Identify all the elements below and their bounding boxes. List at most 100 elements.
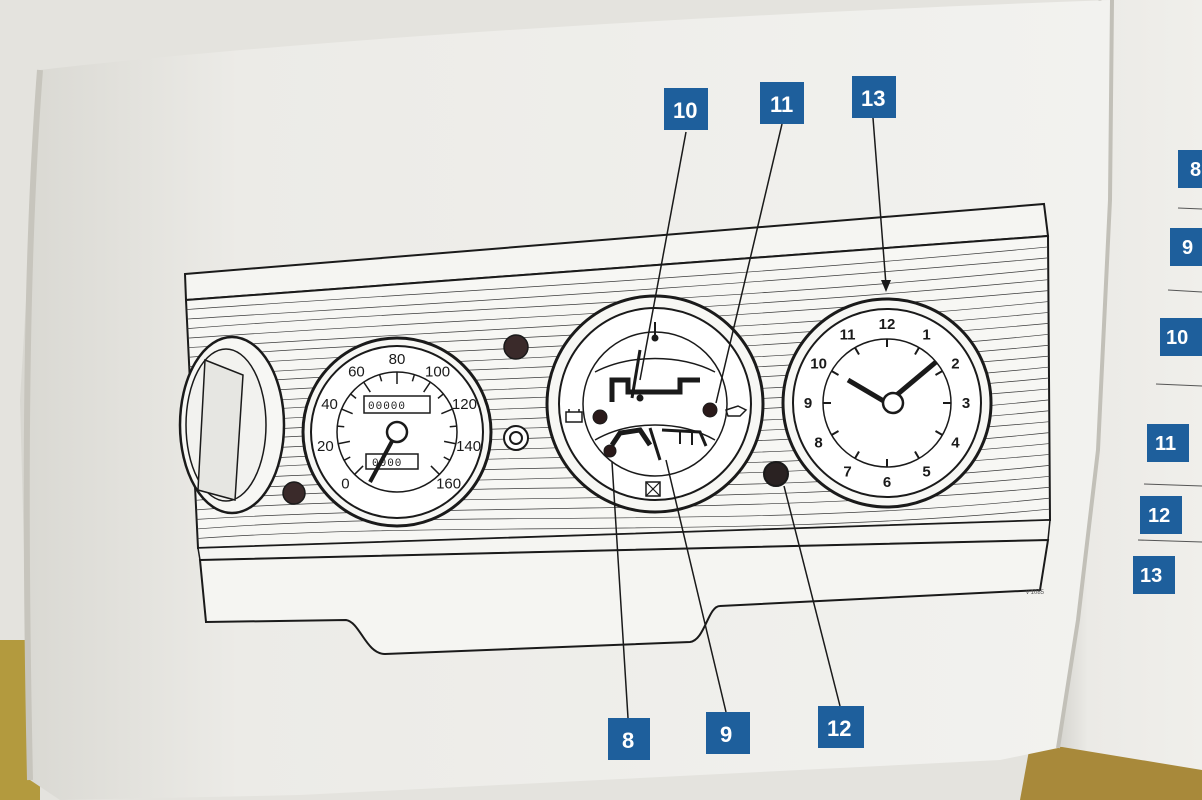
speedometer-scale-label: 80 [389,351,406,368]
legend-item-11: 11 [1147,424,1189,462]
clock-numeral: 6 [883,474,891,491]
odometer-window [363,395,431,414]
left-partial-gauge [178,335,286,515]
speedometer-hub [385,420,409,444]
svg-text:12: 12 [1148,505,1170,527]
clock-numeral: 8 [814,435,822,452]
coolant-temperature-gauge [609,349,700,402]
speedometer-tick [443,440,456,445]
clock-numeral: 9 [804,395,812,412]
oil-pressure-warning-lamp [702,402,718,418]
callout-12: 12 [818,706,864,748]
speedometer-tick [411,374,416,382]
legend-item-10: 10 [1160,318,1202,356]
right-page-legend: 8 9 10 11 12 13 [1133,150,1202,594]
clock-tick [831,430,840,436]
indicator-lamp-left [282,481,306,505]
wood-grain-line [187,268,1049,329]
clock-numeral: 4 [951,435,960,452]
speedometer-tick [430,465,440,475]
speedometer-tick [378,374,383,382]
svg-text:12: 12 [827,716,851,741]
clock-tick [914,347,920,356]
clock-numeral: 7 [843,463,851,480]
svg-text:8: 8 [622,728,634,753]
speedometer-scale-label: 160 [436,476,461,493]
speedometer-scale-label: 40 [321,396,338,413]
dash-lower-panel [198,538,1050,656]
speedometer-scale-label: 140 [456,438,481,455]
legend-item-13: 13 [1133,556,1175,594]
svg-text:8: 8 [1190,159,1201,181]
wood-grain-line [197,497,1050,530]
clock-numeral: 10 [810,356,827,373]
fuel-gauge [609,427,708,461]
speedometer-tick [363,381,371,393]
speedometer-tick [449,425,457,428]
speedometer-scale-label: 0 [341,476,349,493]
hazard-indicator-lamp [763,461,789,487]
clock-numeral: 12 [879,316,896,333]
speedometer-tick [423,381,431,393]
svg-text:9: 9 [1182,237,1193,259]
svg-text:13: 13 [1140,565,1162,587]
wood-grain-line [197,508,1050,539]
speedometer-tick [443,456,451,461]
wood-grain-line [186,246,1049,310]
svg-text:v 1085: v 1085 [1026,590,1045,596]
speedometer-tick [437,393,444,399]
svg-text:10: 10 [673,98,697,123]
speedometer-tick [441,408,453,415]
speedometer-tick [341,408,353,415]
svg-text:13: 13 [861,86,885,111]
clock-numeral: 5 [922,463,930,480]
speedometer-tick [338,440,351,445]
clock-tick [831,370,840,376]
clock-tick [914,450,920,459]
oil-can-icon [725,405,748,417]
odometer-reading: 00000 [368,401,406,413]
speedometer-tick [337,425,345,428]
callout-11: 11 [760,82,804,124]
thermometer-icon [651,322,659,342]
battery-icon [565,409,583,423]
speedometer-scale-label: 100 [425,363,450,380]
speedometer-scale-label: 60 [348,363,365,380]
svg-text:11: 11 [1155,433,1176,455]
speedometer-tick [350,393,357,399]
callout-8: 8 [608,718,650,760]
clock-numeral: 11 [840,327,856,344]
clock-numeral: 2 [951,356,959,373]
combination-gauge [545,294,765,514]
clock-tick [854,347,860,356]
clock-ticks [823,339,951,467]
clock-hour-hand [846,377,889,406]
speedometer-scale-label: 120 [452,396,477,413]
legend-item-12: 12 [1140,496,1182,534]
callout-9: 9 [706,712,750,754]
clock-hub [881,391,905,415]
wood-grain-line [186,257,1049,320]
svg-text:9: 9 [720,722,732,747]
legend-item-9: 9 [1170,228,1202,266]
clock-tick [854,450,860,459]
low-fuel-warning-lamp [603,444,617,458]
indicator-lamp-top [503,334,529,360]
callout-13: 13 [852,76,896,118]
speedometer-tick [354,465,364,475]
leader-lines [611,117,891,719]
clock-numeral: 3 [962,395,970,412]
clock-numeral: 1 [922,327,930,344]
speedometer-tick [343,456,351,461]
clock-tick [934,430,943,436]
battery-warning-lamp [592,409,608,425]
svg-text:10: 10 [1166,327,1188,349]
fuel-pump-icon [645,481,661,497]
clock-tick [934,370,943,376]
